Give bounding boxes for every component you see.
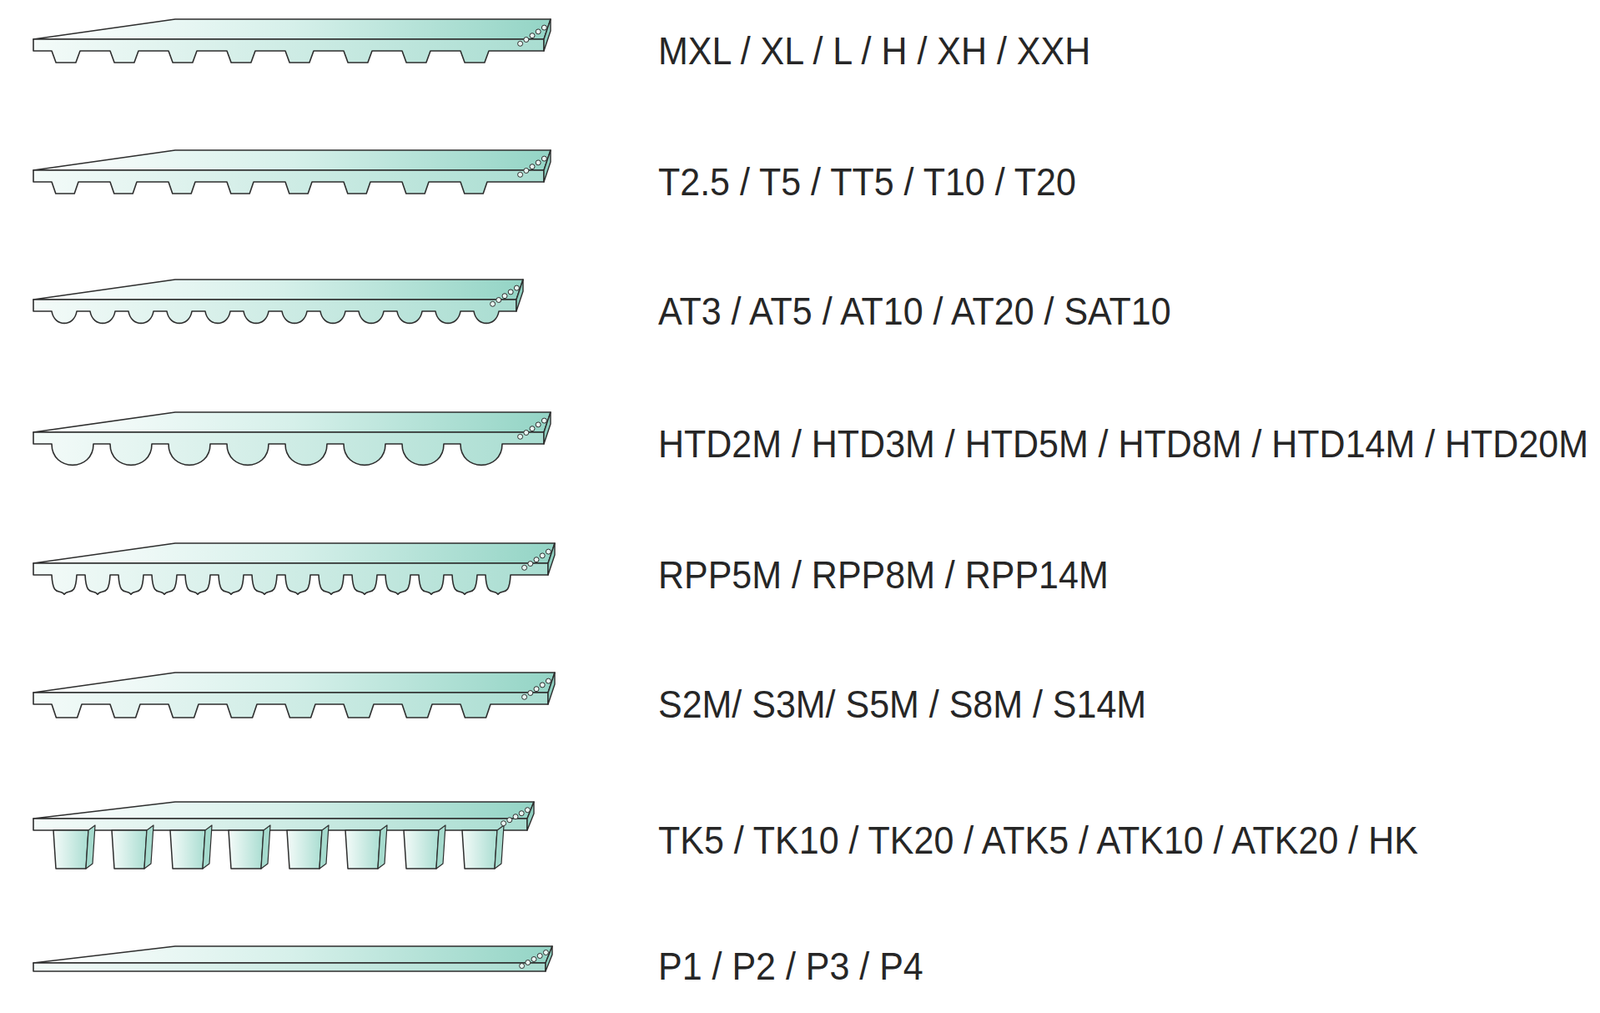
tension-cord [523,37,529,43]
belt-tooth-side [494,825,504,869]
belt-top-face [33,945,553,963]
tension-cord [490,301,496,307]
belt-tooth [345,830,381,869]
belt-top-face [33,672,555,693]
tension-cord [528,690,534,696]
belt-side-face [527,801,534,831]
belt-profile-label: S2M/ S3M/ S5M / S8M / S14M [658,683,1147,726]
tension-cord [502,293,508,299]
belt-top-face [33,150,551,171]
belt-top-face [33,801,534,819]
tension-cord [535,422,541,428]
tension-cord [535,160,541,166]
tension-cord [539,682,545,688]
belt-tooth-side [436,825,446,869]
belt-front-face [33,432,544,465]
tension-cord [525,960,531,966]
belt-tooth [170,830,206,869]
belt-profile-label: P1 / P2 / P3 / P4 [658,945,924,988]
tension-cord [533,686,539,692]
belt-tooth-side [377,825,388,869]
belt-tooth [111,830,147,869]
belt-tooth-side [202,825,212,869]
belt-top-face [33,279,524,300]
tension-cord [529,33,535,39]
belt-side-face [548,543,555,575]
tension-cord [523,168,529,174]
belt-side-face [548,672,555,705]
belt-profile-label: T2.5 / T5 / TT5 / T10 / T20 [658,161,1077,204]
belt-side-face [516,279,524,312]
tension-cord [541,155,547,162]
tension-cord [513,285,519,291]
tension-cord [523,430,529,436]
belt-profile-label: TK5 / TK10 / TK20 / ATK5 / ATK10 / ATK20… [658,819,1419,862]
belt-top-face [33,19,551,40]
belt-front-face [33,962,546,972]
belt-tooth [462,830,498,869]
tension-cord [535,29,541,35]
tension-cord [541,25,547,31]
tension-cord [529,426,535,432]
tension-cord [531,956,537,962]
tension-cord [522,564,528,570]
tension-cord [537,953,543,959]
belt-top-face [33,543,555,564]
tension-cord [519,963,525,969]
belt-front-face [33,170,544,194]
belt-tooth [53,830,89,869]
tension-cord [496,297,502,303]
belt-side-face [543,412,551,444]
tension-cord [518,810,524,816]
tension-cord [518,171,524,177]
belt-tooth-side [261,825,271,869]
tension-cord [518,40,524,46]
belt-front-face [33,563,549,594]
tension-cord [522,694,528,700]
tension-cord [543,950,549,956]
belt-top-face [33,412,551,433]
belt-side-face [543,19,551,51]
belt-tooth [403,830,439,869]
belt-tooth-side [85,825,96,869]
belt-profile-label: AT3 / AT5 / AT10 / AT20 / SAT10 [658,290,1172,333]
tension-cord [524,807,530,813]
tension-cord [541,417,547,423]
tension-cord [539,553,545,559]
tension-cord [529,164,535,170]
tension-cord [533,557,539,563]
belt-tooth [228,830,264,869]
belt-profile-label: MXL / XL / L / H / XH / XXH [658,30,1091,73]
tension-cord [545,548,551,554]
tension-cord [501,820,507,826]
tension-cord [518,433,524,439]
belt-front-face [33,818,528,831]
belt-side-face [543,150,551,182]
belt-front-face [33,39,544,63]
belt-profile-label: HTD2M / HTD3M / HTD5M / HTD8M / HTD14M /… [658,422,1589,466]
tension-cord [508,289,514,295]
belt-tooth-side [144,825,154,869]
tension-cord [528,561,534,567]
belt-front-face [33,692,549,718]
tension-cord [545,678,551,684]
belt-tooth [286,830,323,869]
tension-cord [507,817,513,823]
belt-profile-label: RPP5M / RPP8M / RPP14M [658,553,1109,597]
belt-tooth-side [319,825,329,869]
tension-cord [513,814,519,820]
belt-front-face [33,299,517,323]
